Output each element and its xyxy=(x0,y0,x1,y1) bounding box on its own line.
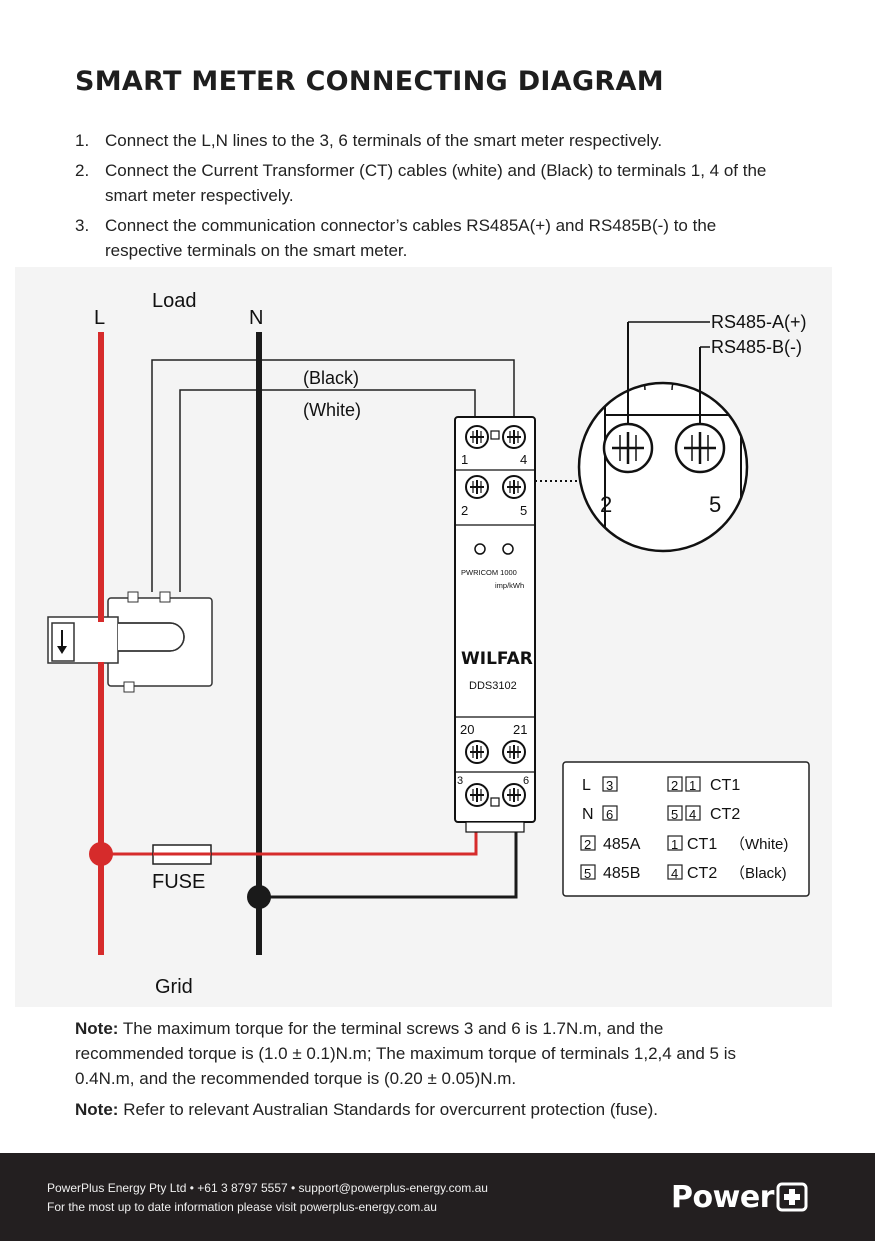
legend-ct1-text: CT1 xyxy=(710,777,740,794)
neutral-junction xyxy=(247,885,271,909)
legend-l-code: 3 xyxy=(606,778,613,793)
terminal-20-label: 20 xyxy=(460,722,474,737)
page-footer: PowerPlus Energy Pty Ltd • +61 3 8797 55… xyxy=(0,1153,875,1241)
legend-n-code: 6 xyxy=(606,807,613,822)
zoom-terminal-5-label: 5 xyxy=(709,492,721,517)
neutral-label: N xyxy=(249,307,263,329)
note-text: The maximum torque for the terminal scre… xyxy=(75,1019,736,1088)
page-title: SMART METER CONNECTING DIAGRAM xyxy=(75,66,664,97)
legend-ct1-code-b: 1 xyxy=(689,778,696,793)
note-text: Refer to relevant Australian Standards f… xyxy=(123,1100,659,1119)
legend-485a-text: 485A xyxy=(603,836,641,853)
step-number: 1. xyxy=(75,131,90,150)
terminal-zoom-view xyxy=(577,321,749,553)
black-cable-label: (Black) xyxy=(303,368,359,388)
live-junction xyxy=(89,842,113,866)
note-label: Note: xyxy=(75,1019,119,1038)
legend-ct1-code-a: 2 xyxy=(671,778,678,793)
legend-ct2-black-code: 4 xyxy=(671,866,678,881)
load-label: Load xyxy=(152,290,197,312)
standards-note: Note: Refer to relevant Australian Stand… xyxy=(75,1097,775,1122)
terminal-2-label: 2 xyxy=(461,503,468,518)
instruction-step: 2. Connect the Current Transformer (CT) c… xyxy=(75,158,795,208)
legend-white-note: （White) xyxy=(730,836,788,853)
wiring-diagram: 1 4 2 5 20 21 3 6 PWRICOM 1000 imp/kWh W… xyxy=(15,267,832,1007)
meter-model-label: DDS3102 xyxy=(469,680,517,692)
legend-485a-code: 2 xyxy=(584,837,591,852)
step-text: Connect the communication connector’s ca… xyxy=(105,216,717,260)
terminal-6-label: 6 xyxy=(523,775,529,787)
rs485b-label: RS485-B(-) xyxy=(711,337,802,357)
plus-logo-icon xyxy=(776,1182,808,1212)
legend-485b-code: 5 xyxy=(584,866,591,881)
ct-white-cable xyxy=(179,389,476,592)
current-transformer xyxy=(47,591,213,693)
instruction-step: 1. Connect the L,N lines to the 3, 6 term… xyxy=(75,128,795,153)
terminal-legend: L 3 2 1 CT1 N 6 5 4 CT2 2 485A 1 CT1 （Wh… xyxy=(562,761,810,897)
grid-label: Grid xyxy=(155,976,193,998)
legend-ct1-white-code: 1 xyxy=(671,837,678,852)
instruction-list: 1. Connect the L,N lines to the 3, 6 term… xyxy=(75,128,795,268)
live-label: L xyxy=(94,307,105,329)
legend-ct1-white-text: CT1 xyxy=(687,836,717,853)
logo-text: Power xyxy=(671,1179,774,1215)
ct-black-cable xyxy=(151,359,515,592)
legend-n-letter: N xyxy=(582,806,594,823)
torque-note: Note: The maximum torque for the termina… xyxy=(75,1016,775,1091)
terminal-3-label: 3 xyxy=(457,775,463,787)
footer-website: For the most up to date information plea… xyxy=(47,1200,437,1214)
powerplus-logo: Power xyxy=(671,1177,810,1217)
legend-ct2-black-text: CT2 xyxy=(687,865,717,882)
terminal-5-label: 5 xyxy=(520,503,527,518)
legend-ct2-code-a: 5 xyxy=(671,807,678,822)
zoom-terminal-2-label: 2 xyxy=(600,492,612,517)
legend-ct2-text: CT2 xyxy=(710,806,740,823)
fuse-label: FUSE xyxy=(152,871,205,893)
white-cable-label: (White) xyxy=(303,400,361,420)
terminal-1-label: 1 xyxy=(461,452,468,467)
rs485a-label: RS485-A(+) xyxy=(711,312,807,332)
step-text: Connect the Current Transformer (CT) cab… xyxy=(105,161,767,205)
step-number: 2. xyxy=(75,161,90,180)
legend-l-letter: L xyxy=(582,777,591,794)
terminal-4-label: 4 xyxy=(520,452,527,467)
meter-unit-label: imp/kWh xyxy=(495,581,524,590)
footer-contact: PowerPlus Energy Pty Ltd • +61 3 8797 55… xyxy=(47,1181,488,1195)
legend-black-note: （Black) xyxy=(730,865,787,882)
note-label: Note: xyxy=(75,1100,119,1119)
step-text: Connect the L,N lines to the 3, 6 termin… xyxy=(105,131,663,150)
legend-ct2-code-b: 4 xyxy=(689,807,696,822)
instruction-step: 3. Connect the communication connector’s … xyxy=(75,213,795,263)
step-number: 3. xyxy=(75,216,90,235)
smart-meter xyxy=(454,416,536,833)
legend-485b-text: 485B xyxy=(603,865,640,882)
meter-brand-logo: WILFAR xyxy=(461,649,533,669)
terminal-21-label: 21 xyxy=(513,722,527,737)
meter-impulse-label: PWRICOM 1000 xyxy=(461,568,517,577)
